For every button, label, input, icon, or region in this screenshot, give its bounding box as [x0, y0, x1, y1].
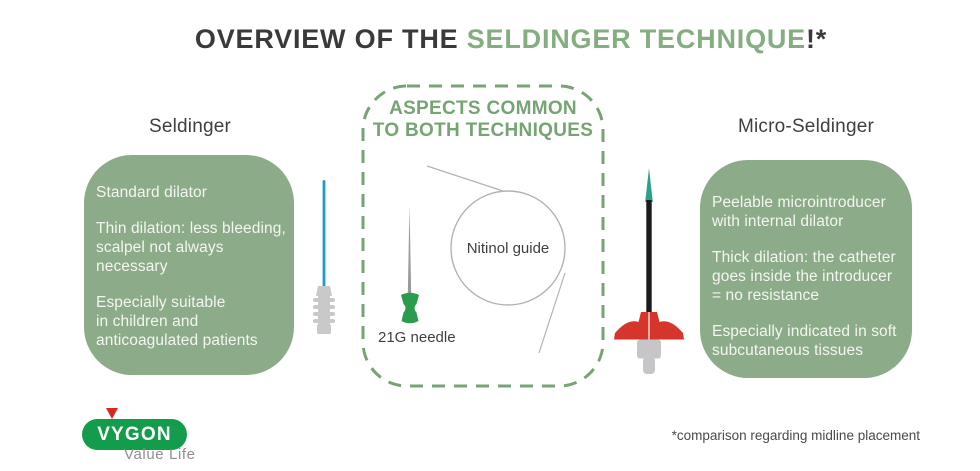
micro-line: subcutaneous tissues	[712, 342, 864, 359]
common-heading-line1: ASPECTS COMMON	[389, 98, 577, 119]
micro-line: Peelable microintroducer	[712, 194, 886, 211]
dilator-icon	[313, 180, 335, 334]
seldinger-box: Standard dilator Thin dilation: less ble…	[84, 155, 294, 375]
footnote: *comparison regarding midline placement	[671, 428, 920, 443]
micro-line: Thick dilation: the catheter	[712, 249, 896, 266]
micro-line: = no resistance	[712, 287, 820, 304]
title-suffix: !*	[805, 24, 828, 54]
dilator-shaft	[322, 180, 326, 290]
introducer-shaft	[646, 200, 652, 312]
dilator-hub	[313, 286, 335, 334]
introducer-peel-slit	[648, 312, 650, 340]
vygon-logo-text: VYGON	[97, 424, 172, 445]
micro-line: with internal dilator	[712, 213, 844, 230]
seldinger-line: Thin dilation: less bleeding,	[96, 220, 286, 237]
common-heading-line2: TO BOTH TECHNIQUES	[372, 120, 594, 141]
microintroducer-icon	[614, 168, 684, 374]
vygon-tagline: Value Life	[124, 446, 196, 463]
logo-triangle-icon	[106, 408, 118, 419]
nitinol-guide-icon	[426, 165, 566, 354]
seldinger-line: Especially suitable	[96, 294, 226, 311]
micro-paragraph: Peelable microintroducer with internal d…	[712, 193, 908, 231]
nitinol-guide-label: Nitinol guide	[466, 240, 550, 257]
micro-seldinger-box: Peelable microintroducer with internal d…	[700, 160, 912, 378]
micro-seldinger-heading: Micro-Seldinger	[737, 116, 875, 137]
seldinger-line: in children and	[96, 313, 199, 330]
introducer-luer	[637, 339, 661, 374]
micro-line: goes inside the introducer	[712, 268, 893, 285]
guide-wire-tail-bottom	[538, 272, 566, 354]
micro-line: Especially indicated in soft	[712, 323, 897, 340]
dashed-border	[361, 84, 605, 388]
seldinger-line: anticoagulated patients	[96, 332, 258, 349]
seldinger-paragraph: Standard dilator	[96, 183, 288, 202]
page-title: OVERVIEW OF THE SELDINGER TECHNIQUE!*	[195, 24, 827, 55]
seldinger-line: necessary	[96, 258, 168, 275]
guide-wire-coil	[450, 190, 566, 306]
seldinger-paragraph: Especially suitable in children and anti…	[96, 293, 288, 350]
vygon-logo: VYGON	[82, 419, 187, 450]
micro-paragraph: Thick dilation: the catheter goes inside…	[712, 248, 908, 305]
needle-shaft	[407, 205, 412, 295]
needle-hub	[401, 292, 419, 324]
seldinger-heading: Seldinger	[148, 116, 232, 137]
seldinger-paragraph: Thin dilation: less bleeding, scalpel no…	[96, 219, 288, 276]
seldinger-line: scalpel not always	[96, 239, 224, 256]
needle-icon	[401, 205, 419, 324]
title-highlight: SELDINGER TECHNIQUE	[466, 24, 806, 54]
title-prefix: OVERVIEW OF THE	[194, 24, 467, 54]
guide-wire-tail-top	[426, 165, 504, 192]
common-techniques-dashed-box	[361, 84, 605, 388]
seldinger-line: Standard dilator	[96, 184, 208, 201]
common-techniques-heading: ASPECTS COMMON TO BOTH TECHNIQUES	[362, 98, 604, 142]
needle-label: 21G needle	[378, 329, 456, 346]
micro-paragraph: Especially indicated in soft subcutaneou…	[712, 322, 908, 360]
introducer-tip	[645, 168, 653, 202]
